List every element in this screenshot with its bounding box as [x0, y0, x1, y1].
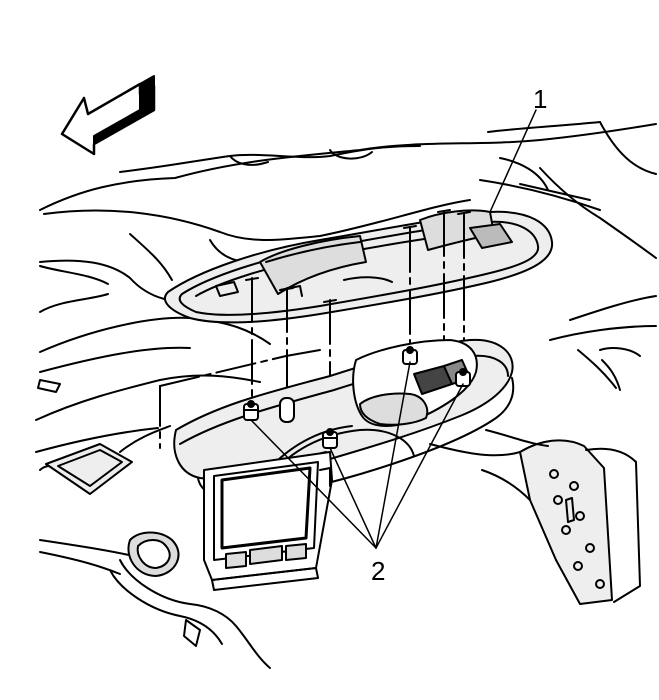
- dvd-monitor: [203, 451, 333, 591]
- leader-1: [489, 109, 537, 213]
- leader-2d: [375, 383, 464, 549]
- leader-lines: [250, 109, 537, 549]
- callout-1-label: 1: [533, 84, 548, 114]
- panel-guide-lines: [159, 349, 321, 449]
- callout-2-label: 2: [371, 556, 386, 586]
- nut-1: [243, 400, 259, 421]
- nut-5: [455, 368, 471, 387]
- right-pillar: [429, 429, 641, 605]
- nut-3: [322, 428, 338, 449]
- leader-2b: [329, 447, 377, 549]
- leader-2a: [250, 419, 377, 549]
- mounting-lines: [251, 211, 465, 433]
- roof-console-recess: [163, 209, 554, 324]
- mounting-lines-solid-caps: [245, 209, 471, 303]
- leader-2c: [375, 361, 411, 549]
- front-direction-arrow: [60, 75, 156, 156]
- nut-2: [279, 397, 295, 423]
- lower-left-trim: [45, 443, 271, 669]
